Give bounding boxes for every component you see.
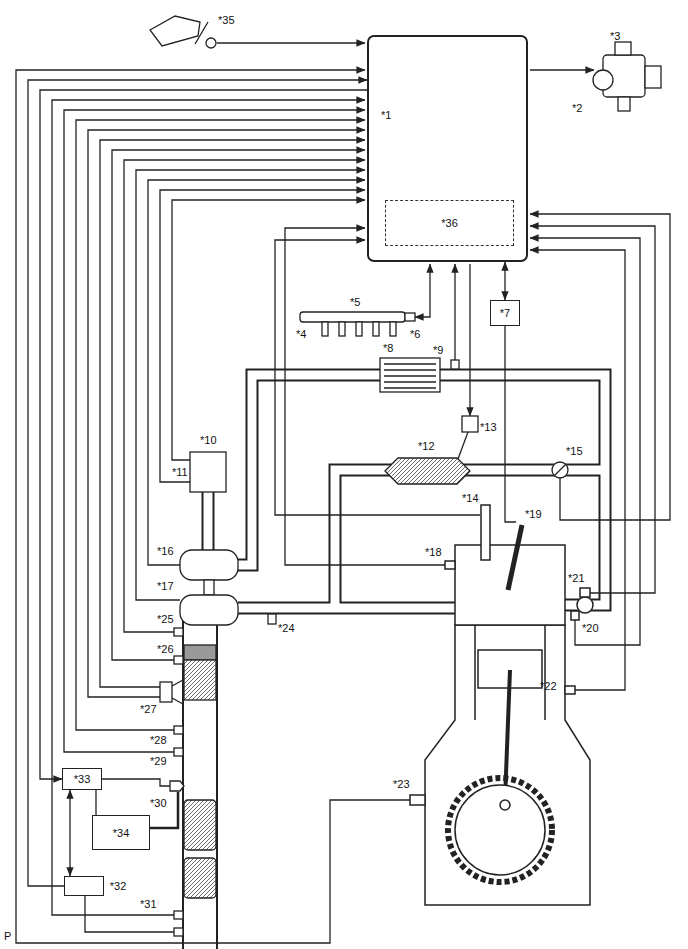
sensor-box: *32 (64, 876, 104, 896)
signal-connector (504, 262, 505, 300)
egr-parts (385, 416, 568, 484)
callout-number: *16 (157, 545, 174, 557)
callout-number: *21 (568, 572, 585, 584)
callout-number: *35 (218, 14, 235, 26)
ecm-section: *36 (385, 200, 514, 246)
engine (410, 505, 593, 905)
callout-number: *18 (425, 546, 442, 558)
label-holder: *29 (150, 755, 167, 767)
turbocharger (180, 452, 238, 625)
label-holder: *12 (418, 440, 435, 452)
label-holder: *27 (140, 703, 157, 715)
callout-number: *23 (393, 778, 410, 790)
callout-number: *28 (150, 734, 167, 746)
signal-wires (16, 43, 670, 943)
label-holder: *19 (525, 508, 542, 520)
callout-number: *14 (462, 492, 479, 504)
label-holder: *5 (350, 296, 360, 308)
label-holder: *21 (568, 572, 585, 584)
label-holder: *6 (410, 328, 420, 340)
label-holder: *28 (150, 734, 167, 746)
callout-number: *29 (150, 755, 167, 767)
callout-number: *25 (157, 613, 174, 625)
signal-connector (69, 790, 70, 876)
callout-number: *6 (410, 328, 420, 340)
label-holder: *8 (383, 342, 393, 354)
callout-number: *8 (383, 342, 393, 354)
pipe-inner (200, 375, 605, 949)
callout-number: *1 (381, 109, 391, 121)
control-box: *33 (62, 768, 102, 790)
label-holder: *23 (393, 778, 410, 790)
label-holder: *18 (425, 546, 442, 558)
callout-number: *27 (140, 703, 157, 715)
ecm-box: *1 *36 (367, 35, 528, 262)
label-holder: *17 (157, 580, 174, 592)
accelerator-pedal (150, 16, 216, 48)
callout-number: *20 (582, 622, 599, 634)
label-holder: *25 (157, 613, 174, 625)
label-holder: *13 (480, 421, 497, 433)
callout-number: *32 (110, 880, 127, 892)
callout-number: *19 (525, 508, 542, 520)
signal-connector (40, 90, 367, 779)
label-holder: *14 (462, 492, 479, 504)
figure-code: P (4, 930, 11, 942)
label-holder: *2 (572, 102, 582, 114)
callout-number: *24 (278, 622, 295, 634)
label-holder: P (4, 930, 11, 942)
callout-number: *13 (480, 421, 497, 433)
label-holder: *15 (566, 445, 583, 457)
label-holder: *26 (157, 643, 174, 655)
callout-number: *9 (433, 344, 443, 356)
relay-box: *7 (490, 300, 520, 326)
exhaust-parts (160, 614, 276, 936)
callout-number: *30 (150, 797, 167, 809)
signal-connector (28, 80, 367, 886)
label-holder: *16 (157, 545, 174, 557)
pipe-outline (200, 375, 605, 949)
label-holder: *9 (433, 344, 443, 356)
callout-number: *34 (113, 827, 130, 839)
callout-number: *15 (566, 445, 583, 457)
callout-number: *11 (172, 466, 188, 478)
label-holder: *24 (278, 622, 295, 634)
callout-number: *36 (441, 217, 458, 229)
signal-connector (95, 790, 96, 815)
callout-number: *10 (200, 434, 217, 446)
callout-number: *3 (610, 30, 620, 42)
label-holder: *31 (140, 898, 157, 910)
callout-number: *17 (157, 580, 174, 592)
callout-number: *22 (540, 680, 557, 692)
callout-number: *33 (74, 773, 91, 785)
label-holder: *20 (582, 622, 599, 634)
label-holder: *3 (610, 30, 620, 42)
label-holder: *11 (172, 466, 188, 478)
label-holder: *22 (540, 680, 557, 692)
callout-number: *7 (500, 307, 510, 319)
label-holder: *35 (218, 14, 235, 26)
supply-pump (593, 42, 661, 111)
callout-number: *2 (572, 102, 582, 114)
label-holder: *10 (200, 434, 217, 446)
callout-number: *31 (140, 898, 157, 910)
label-holder: *4 (296, 328, 306, 340)
intercooler (380, 358, 459, 392)
callout-number: *4 (296, 328, 306, 340)
callout-number: *12 (418, 440, 435, 452)
callout-number: *26 (157, 643, 174, 655)
common-rail (300, 312, 415, 336)
label-holder: *30 (150, 797, 167, 809)
tank-box: *34 (92, 815, 150, 850)
callout-number: *5 (350, 296, 360, 308)
